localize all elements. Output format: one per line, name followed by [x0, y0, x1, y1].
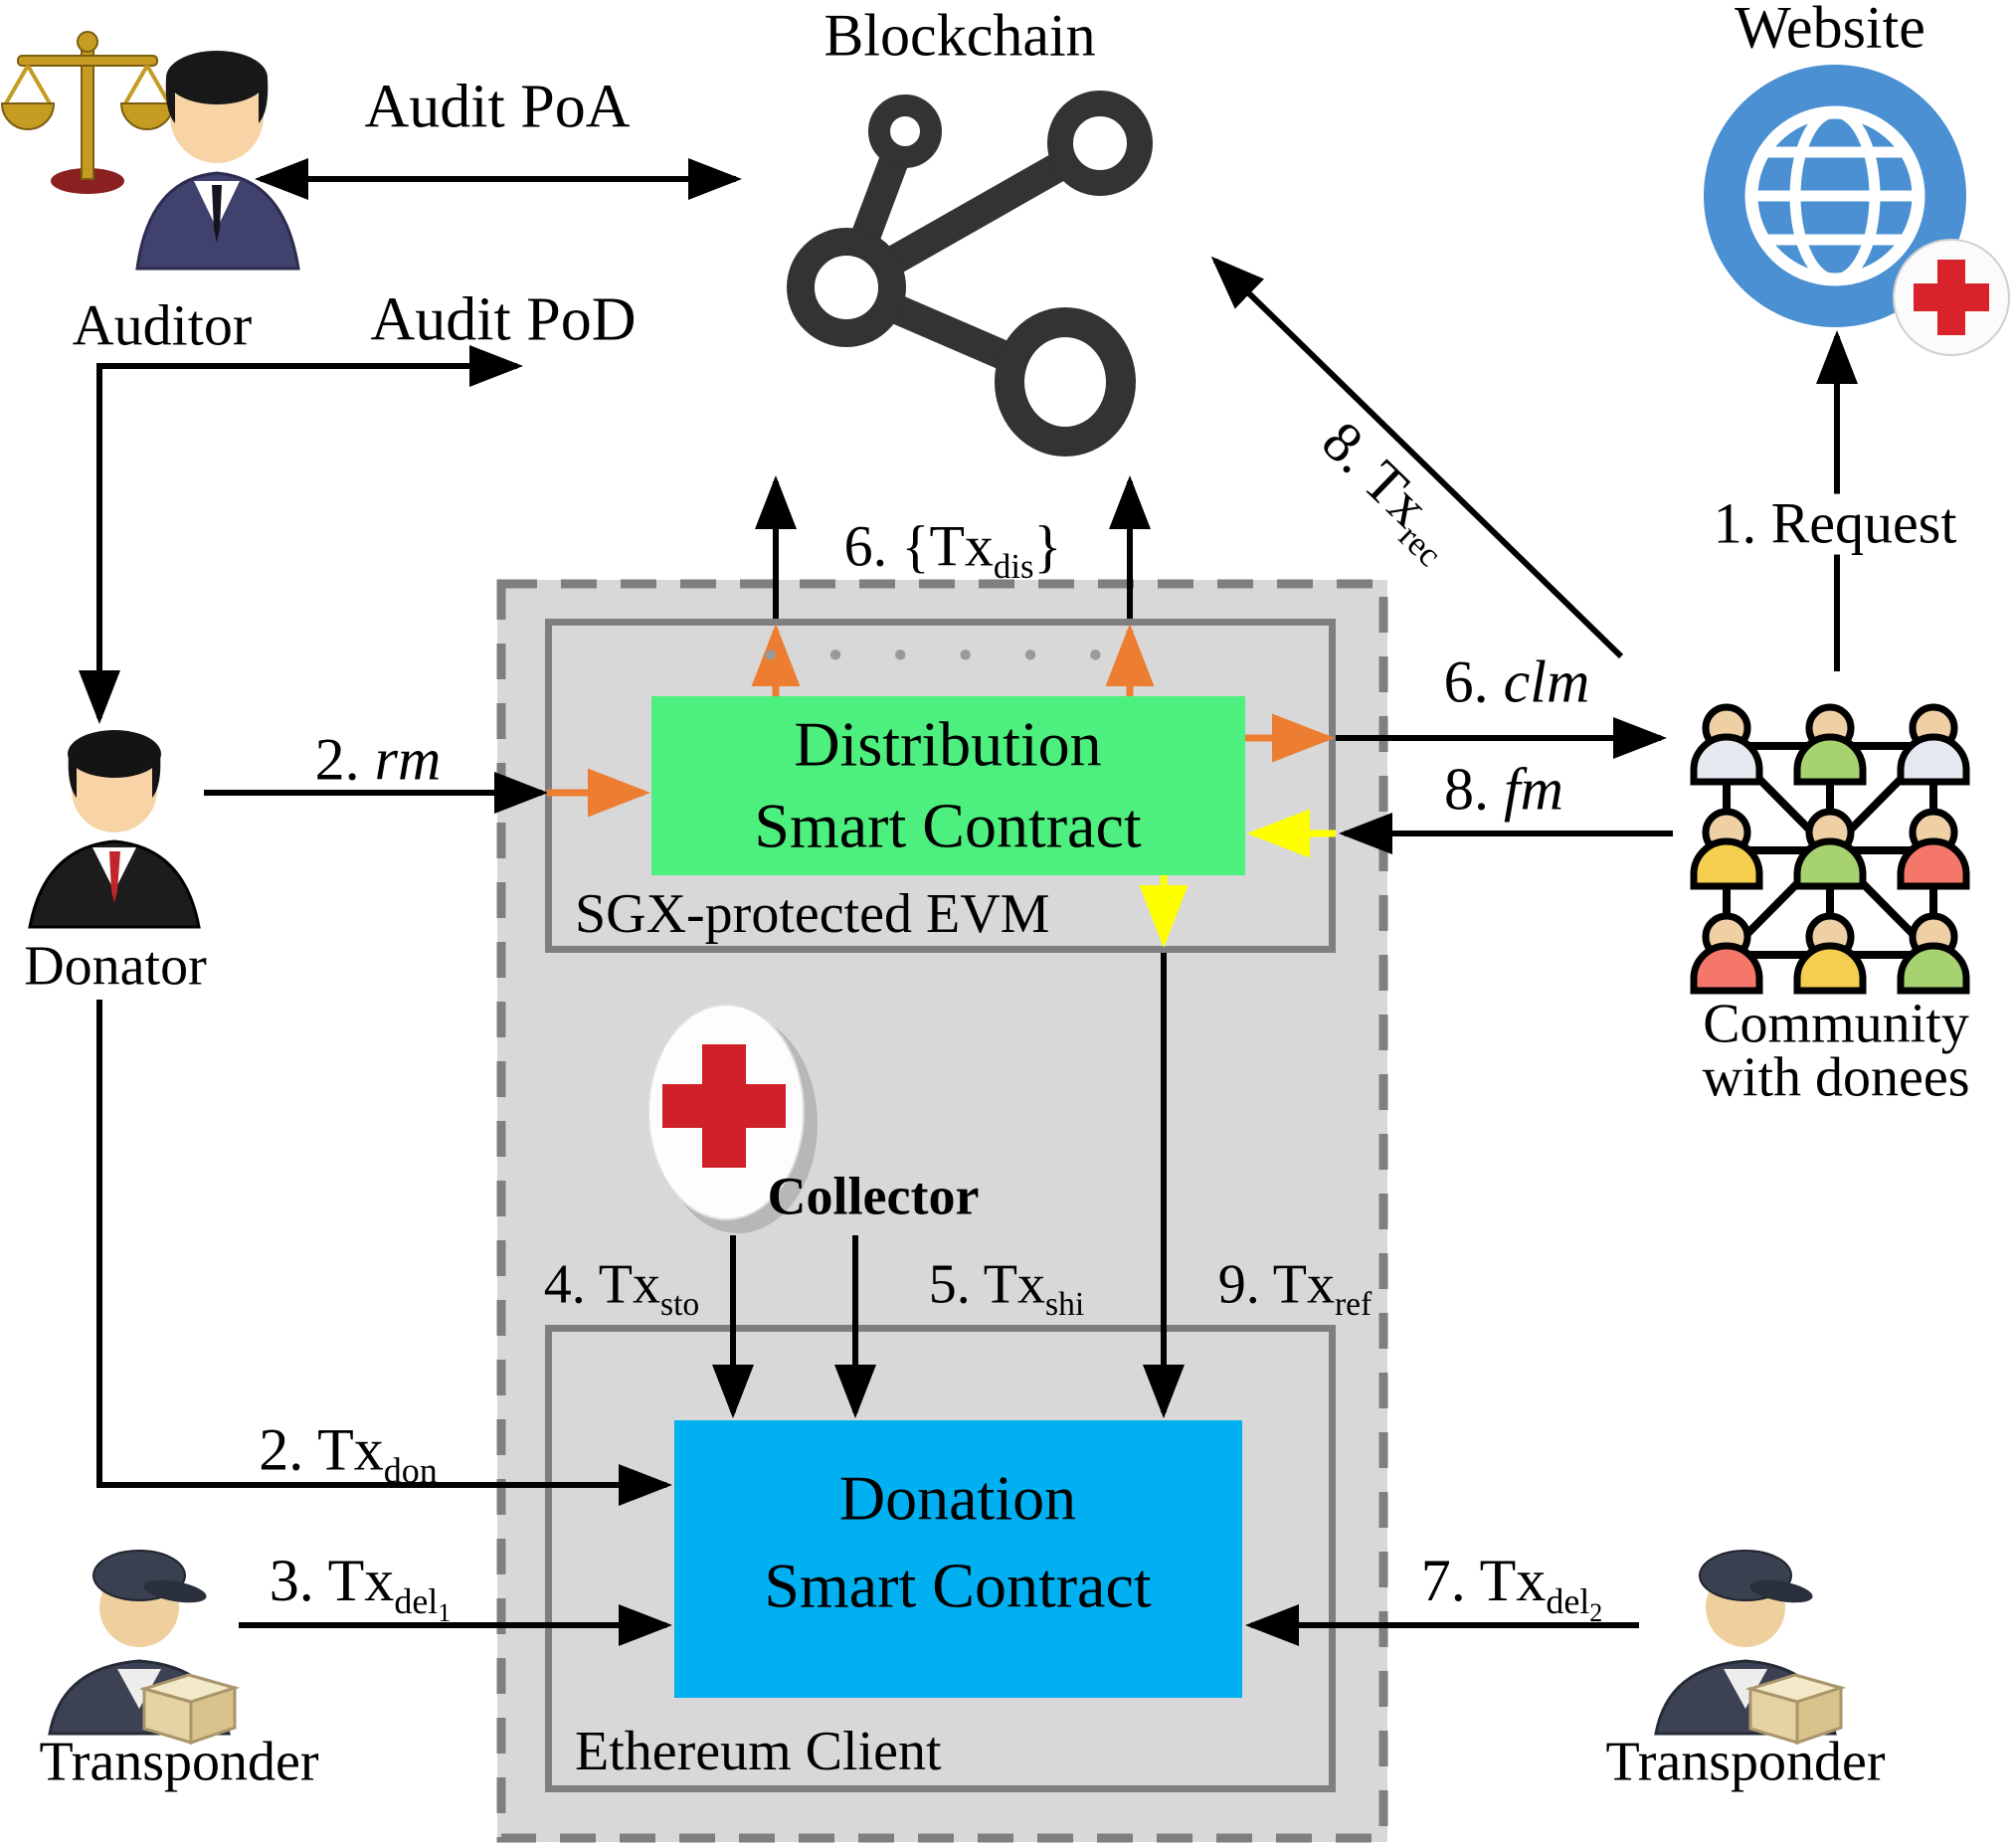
tx-don-label: 2. Txdon [259, 1416, 438, 1491]
transponder-right-label: Transponder [1605, 1731, 1886, 1793]
audit-pod-label: Audit PoD [370, 285, 637, 354]
fm-label: 8. fm [1444, 756, 1563, 823]
website-label: Website [1735, 0, 1925, 61]
arrow-audit-pod [79, 345, 523, 724]
distribution-line1: Distribution [794, 708, 1102, 780]
collector-label: Collector [767, 1166, 980, 1226]
tx-del1-label: 3. Txdel1 [269, 1547, 452, 1628]
donation-line1: Donation [838, 1462, 1077, 1534]
ethereum-client-label: Ethereum Client [575, 1721, 942, 1782]
transponder-right-icon [1654, 1549, 1843, 1745]
website-red-cross-badge [1893, 239, 2010, 356]
scales-icon [0, 31, 175, 194]
request-label: 1. Request [1701, 493, 1969, 555]
donator-label: Donator [24, 935, 207, 998]
auditor-icon [0, 31, 300, 271]
evm-ellipsis-dots: · · · · · · [759, 619, 1121, 690]
tx-shi-label: 5. Txshi [928, 1253, 1085, 1323]
auditor-person-icon [135, 51, 300, 271]
rm-label: 2. rm [314, 726, 442, 793]
transponder-left-icon [48, 1549, 237, 1745]
clm-label: 6. clm [1443, 648, 1590, 715]
community-icon [1694, 707, 1966, 991]
blockchain-label: Blockchain [824, 2, 1096, 69]
tx-rec-label: 8. Txrec [1310, 409, 1449, 575]
tx-ref-label: 9. Txref [1217, 1253, 1373, 1323]
community-label-line1: Community [1703, 993, 1969, 1055]
audit-poa-label: Audit PoA [364, 73, 631, 141]
community-label-line2: with donees [1702, 1046, 1970, 1109]
tx-dis-label: 6. {Txdis} [843, 513, 1062, 587]
donation-line2: Smart Contract [764, 1550, 1152, 1621]
blockchain-icon [787, 91, 1153, 457]
tx-sto-label: 4. Txsto [543, 1253, 700, 1323]
distribution-line2: Smart Contract [754, 790, 1142, 861]
tx-del2-label: 7. Txdel2 [1420, 1547, 1603, 1628]
website-globe-icon [1704, 65, 1966, 327]
sgx-evm-label: SGX-protected EVM [575, 883, 1050, 945]
donator-icon [28, 730, 201, 929]
transponder-left-label: Transponder [39, 1731, 319, 1793]
auditor-label: Auditor [72, 292, 253, 358]
